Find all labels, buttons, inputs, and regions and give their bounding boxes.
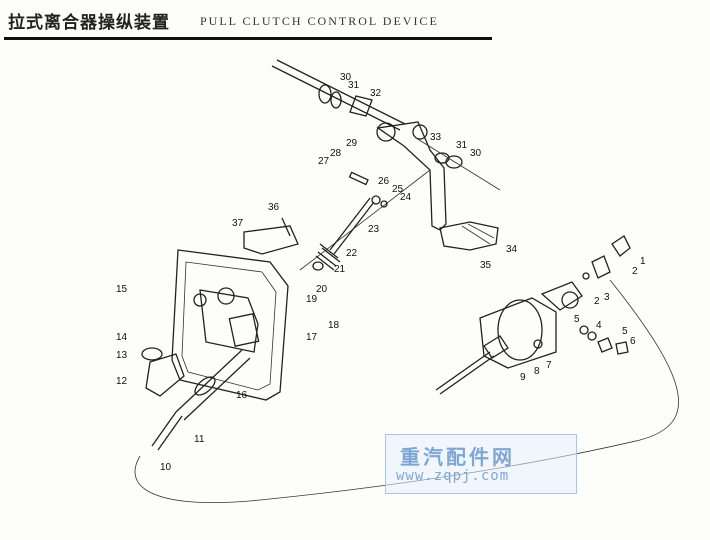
callout-label: 2 (594, 296, 600, 307)
callout-label: 37 (232, 218, 244, 229)
watermark-text: 重汽配件网 (400, 445, 515, 469)
page-title-chinese: 拉式离合器操纵装置 (8, 13, 170, 33)
callout-label: 23 (368, 224, 380, 235)
callout-label: 10 (160, 462, 172, 473)
callout-label: 15 (116, 284, 128, 295)
pipe-fittings (579, 235, 631, 355)
callout-label: 29 (346, 138, 358, 149)
callout-label: 5 (622, 326, 628, 337)
callout-label: 2 (632, 266, 638, 277)
callout-label: 13 (116, 350, 128, 361)
callout-label: 12 (116, 376, 128, 387)
mounting-bracket (243, 217, 299, 255)
callout-label: 30 (340, 72, 352, 83)
title-underline (4, 37, 492, 40)
callout-label: 19 (306, 294, 318, 305)
callout-label: 9 (520, 372, 526, 383)
callout-label: 14 (116, 332, 128, 343)
callout-label: 18 (328, 320, 340, 331)
callout-label: 26 (378, 176, 390, 187)
callout-label: 27 (318, 156, 330, 167)
callout-label: 31 (348, 80, 360, 91)
callout-label: 25 (392, 184, 404, 195)
callout-label: 24 (400, 192, 412, 203)
callout-label: 33 (430, 132, 442, 143)
callout-label: 36 (268, 202, 280, 213)
callout-label: 11 (194, 434, 205, 445)
callout-label: 17 (306, 332, 318, 343)
callout-label: 6 (630, 336, 636, 347)
callout-label: 21 (334, 264, 346, 275)
watermark-url: www.zqpj.com (396, 468, 510, 484)
callout-label: 16 (236, 390, 248, 401)
callout-label: 31 (456, 140, 468, 151)
pedal-shaft (271, 59, 406, 131)
callout-label: 34 (506, 244, 518, 255)
push-rod-assembly (312, 171, 388, 271)
callout-label: 30 (470, 148, 482, 159)
callout-label: 4 (596, 320, 602, 331)
clutch-pedal-arm (299, 121, 501, 271)
callout-label: 1 (640, 256, 646, 267)
master-cylinder (141, 347, 251, 451)
callout-label: 22 (346, 248, 358, 259)
callout-label: 3 (604, 292, 610, 303)
callout-label: 28 (330, 148, 342, 159)
clutch-booster (435, 281, 583, 395)
callout-label: 7 (546, 360, 552, 371)
callout-label: 8 (534, 366, 540, 377)
callout-label: 5 (574, 314, 580, 325)
firewall-plate (171, 249, 289, 401)
page-title-english: PULL CLUTCH CONTROL DEVICE (200, 14, 439, 28)
callout-label: 20 (316, 284, 328, 295)
callout-label: 35 (480, 260, 492, 271)
callout-label: 32 (370, 88, 382, 99)
watermark-box (385, 434, 577, 494)
callout-labels: 1 2 3 2 5 4 5 6 7 8 9 10 11 12 13 14 15 … (116, 72, 646, 473)
